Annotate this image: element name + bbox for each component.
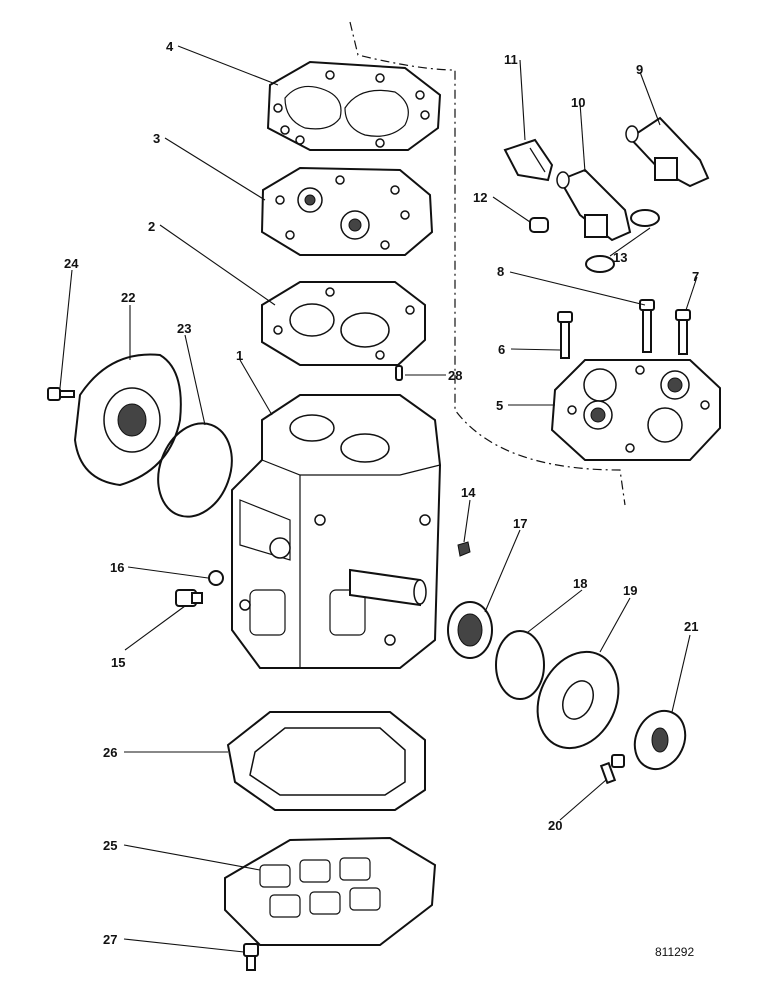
callout-1: 1 bbox=[236, 348, 243, 363]
callout-21: 21 bbox=[684, 619, 698, 634]
service-valve-suction bbox=[556, 168, 632, 242]
callout-25: 25 bbox=[103, 838, 117, 853]
seal-plate-screw bbox=[599, 754, 625, 785]
leader-lines bbox=[59, 45, 698, 953]
callout-18: 18 bbox=[573, 576, 587, 591]
o-rings bbox=[585, 209, 660, 273]
callout-22: 22 bbox=[121, 290, 135, 305]
dust-cover bbox=[633, 709, 687, 771]
callout-14: 14 bbox=[461, 485, 476, 500]
base-screw bbox=[243, 943, 259, 971]
callout-labels: 4 3 2 1 11 9 10 12 13 8 7 6 5 28 24 22 2… bbox=[64, 39, 699, 947]
callout-11: 11 bbox=[504, 52, 518, 67]
callout-8: 8 bbox=[497, 264, 504, 279]
valve-plate bbox=[260, 166, 434, 256]
callout-19: 19 bbox=[623, 583, 637, 598]
shaft-seal bbox=[447, 601, 493, 659]
seal-plate bbox=[536, 650, 620, 750]
head-bolt-short bbox=[675, 309, 691, 355]
front-cover-plate bbox=[73, 353, 182, 487]
callout-24: 24 bbox=[64, 256, 79, 271]
cover-screw bbox=[47, 387, 75, 401]
shaft-key bbox=[457, 541, 471, 557]
head-bolt-medium bbox=[639, 299, 655, 353]
callout-10: 10 bbox=[571, 95, 585, 110]
callout-7: 7 bbox=[692, 269, 699, 284]
dowel-pin bbox=[395, 365, 403, 381]
callout-15: 15 bbox=[111, 655, 125, 670]
callout-4: 4 bbox=[166, 39, 174, 54]
callout-2: 2 bbox=[148, 219, 155, 234]
callout-13: 13 bbox=[613, 250, 627, 265]
callout-17: 17 bbox=[513, 516, 527, 531]
base-gasket bbox=[226, 711, 426, 811]
callout-26: 26 bbox=[103, 745, 117, 760]
drawing-reference-number: 811292 bbox=[655, 945, 694, 959]
callout-3: 3 bbox=[153, 131, 160, 146]
plug-washer bbox=[208, 570, 224, 586]
callout-9: 9 bbox=[636, 62, 643, 77]
cylinder-head bbox=[550, 359, 721, 461]
flare-nut-cap bbox=[529, 217, 549, 233]
valve-cap bbox=[503, 138, 554, 182]
compressor-body bbox=[231, 394, 442, 669]
drain-plug bbox=[175, 589, 203, 607]
callout-12: 12 bbox=[473, 190, 487, 205]
head-bolt-long bbox=[557, 311, 573, 359]
callout-5: 5 bbox=[496, 398, 503, 413]
seal-o-ring bbox=[495, 630, 545, 700]
callout-27: 27 bbox=[103, 932, 117, 947]
head-gasket-lower bbox=[261, 281, 426, 366]
head-gasket-top bbox=[266, 60, 442, 151]
cover-o-ring bbox=[157, 422, 233, 518]
callout-28: 28 bbox=[448, 368, 462, 383]
base-plate bbox=[224, 836, 437, 946]
service-valve-discharge bbox=[625, 116, 710, 188]
cylinder-head-group-boundary bbox=[349, 21, 626, 506]
callout-23: 23 bbox=[177, 321, 191, 336]
callout-20: 20 bbox=[548, 818, 562, 833]
callout-6: 6 bbox=[498, 342, 505, 357]
callout-16: 16 bbox=[110, 560, 124, 575]
